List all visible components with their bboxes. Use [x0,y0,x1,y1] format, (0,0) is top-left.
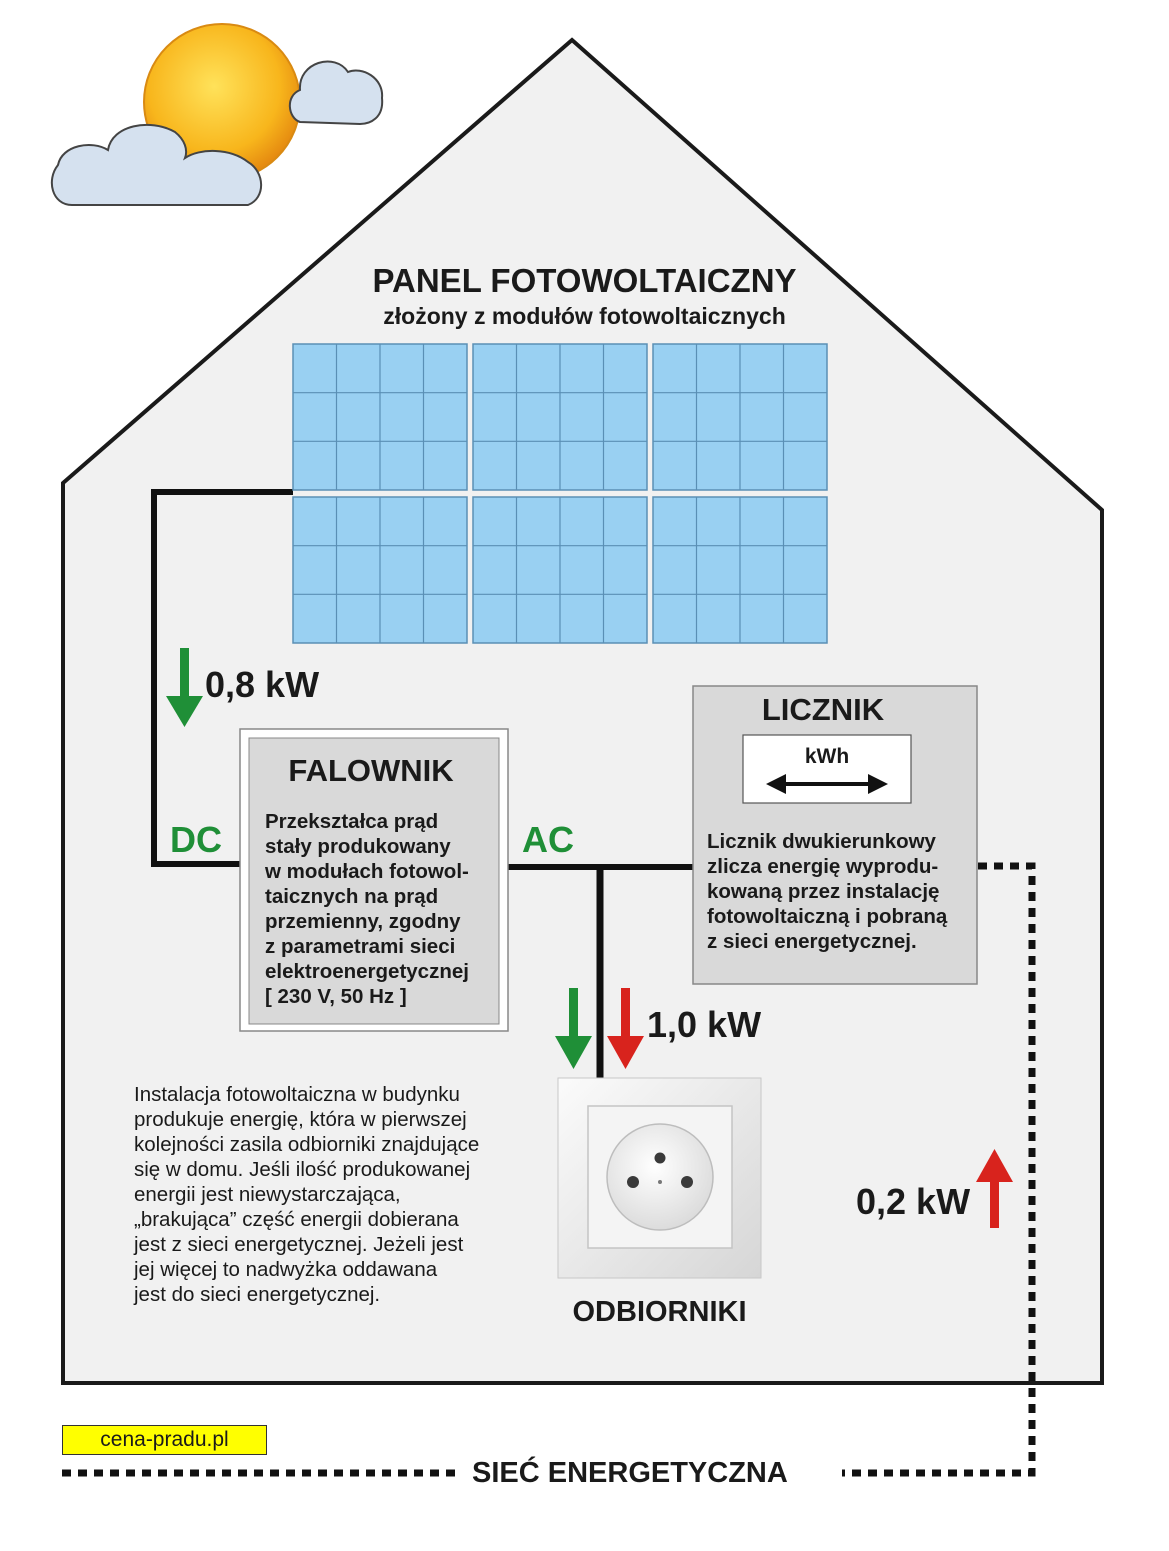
grid-export-arrow [976,1149,1013,1228]
website-label[interactable]: cena-pradu.pl [62,1425,267,1455]
meter-unit: kWh [804,745,850,768]
pv-module [472,343,648,491]
panel-title: PANEL FOTOWOLTAICZNY [372,262,797,299]
pv-module [292,496,468,644]
cloud-icon [50,123,263,206]
meter-description: Licznik dwukierunkowy zlicza energię wyp… [707,830,948,953]
load-power-label: 1,0 kW [647,1004,762,1045]
loads-label: ODBIORNIKI [572,1296,747,1328]
cloud-icon [288,60,384,126]
grid-import-arrow [607,988,644,1069]
load-supply-arrow [555,988,592,1069]
pv-module [652,496,828,644]
grid-label: SIEĆ ENERGETYCZNA [472,1457,788,1489]
inverter-title: FALOWNIK [288,753,454,788]
ac-label: AC [522,819,574,860]
meter-title: LICZNIK [761,692,885,727]
dc-wire [151,489,293,867]
info-text: Instalacja fotowoltaiczna w budynku prod… [134,1083,480,1306]
dc-power-label: 0,8 kW [205,664,320,705]
pv-module [652,343,828,491]
dc-label: DC [170,819,222,860]
pv-panel-array [292,343,828,644]
pv-module [472,496,648,644]
pv-module [292,343,468,491]
inverter-description: Przekształca prąd stały produkowany w mo… [265,810,469,1008]
inverter-box [239,728,509,1032]
grid-connection-line [842,862,1036,1477]
power-socket-icon [557,1077,762,1279]
meter-box [692,685,978,985]
double-arrow-icon [766,774,888,794]
dc-flow-arrow [166,648,203,727]
panel-subtitle: złożony z modułów fotowoltaicznych [383,303,786,329]
grid-power-label: 0,2 kW [856,1181,971,1222]
meter-display [742,734,912,804]
